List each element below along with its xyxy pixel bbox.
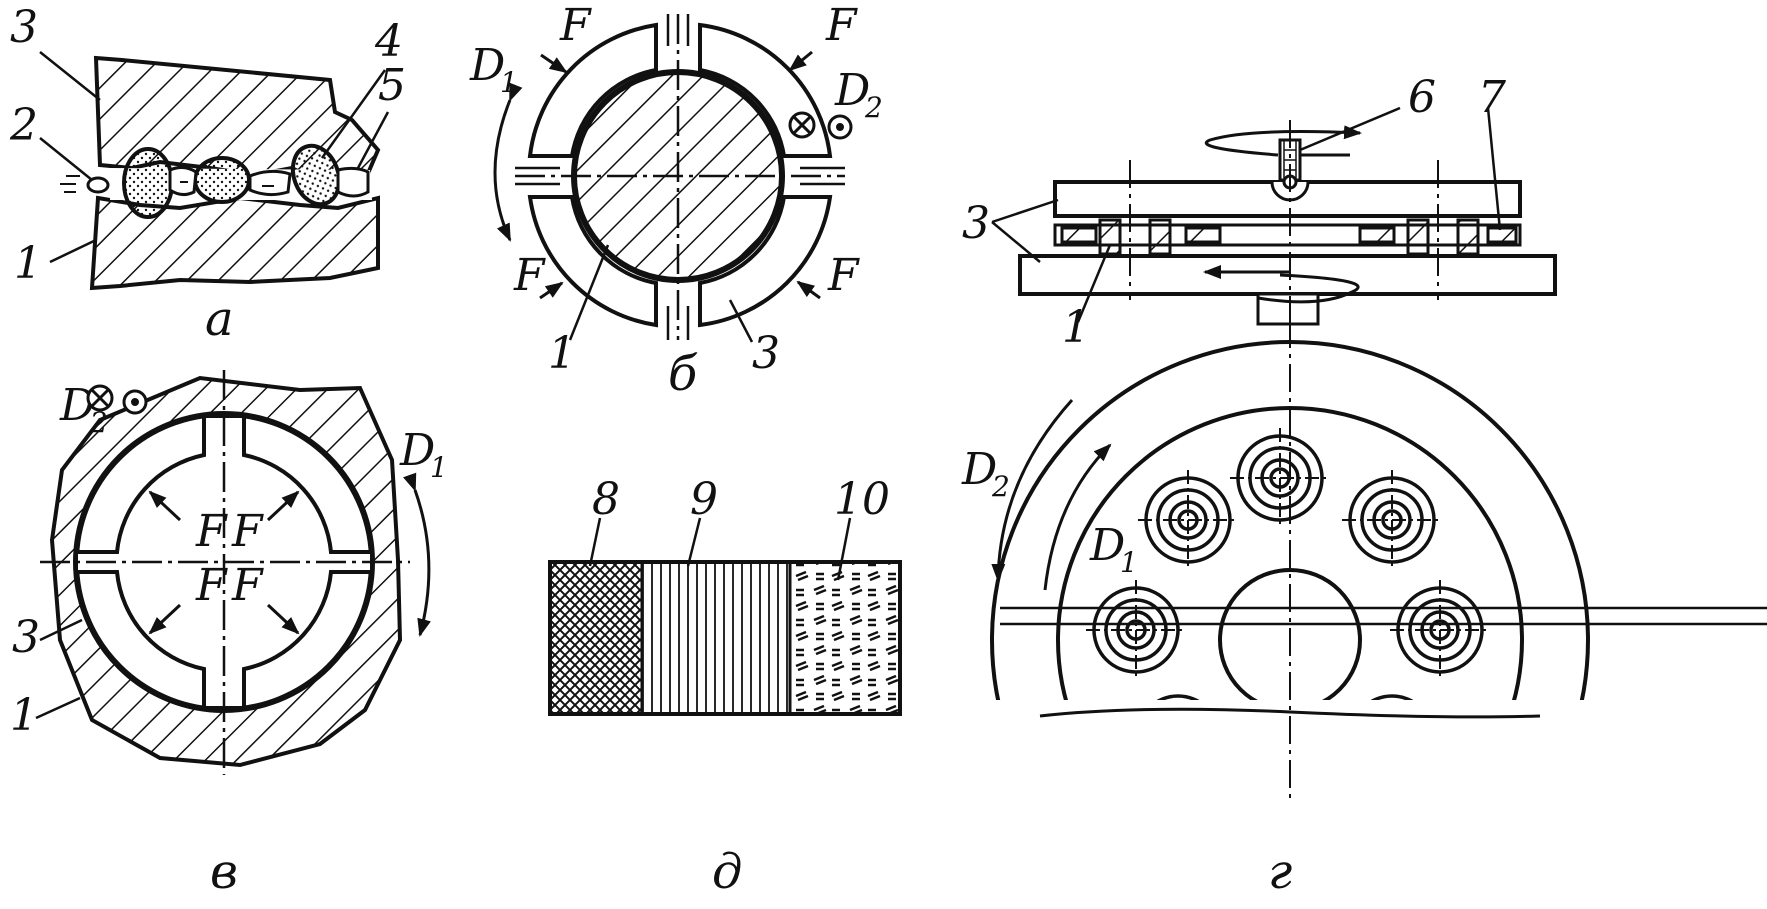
label-7: 7 (1478, 72, 1506, 123)
d2-subscript: 2 (864, 91, 883, 124)
force-label: F (825, 0, 858, 51)
panel-g: 6 7 3 1 D 2 D 1 (961, 72, 1767, 900)
caption-a: а (205, 291, 234, 347)
label-5: 5 (378, 60, 406, 111)
rotation-arrow-d1 (1043, 443, 1112, 591)
caption-b: б (668, 346, 698, 402)
label-8: 8 (592, 474, 620, 525)
lap-material-10 (788, 560, 902, 716)
separator (1053, 223, 1522, 247)
panel-d: 8 9 10 д (548, 474, 902, 900)
panel-b: F F F F D 1 D 2 1 3 б (469, 0, 883, 402)
d1-subscript: 1 (430, 451, 448, 484)
label-1: 1 (10, 690, 38, 741)
caption-g: г (1268, 844, 1292, 900)
abrasive-grains (122, 143, 370, 219)
label-1: 1 (548, 328, 576, 379)
force-label: F (195, 560, 228, 611)
lap-segment-tl (527, 22, 658, 158)
d2-label: D (834, 65, 870, 116)
label-1: 1 (14, 238, 42, 289)
axial-motion-symbol (86, 384, 148, 415)
lap-segment-br (698, 195, 833, 328)
label-10: 10 (834, 474, 890, 525)
d2-subscript: 2 (89, 406, 108, 439)
label-1: 1 (1062, 302, 1090, 353)
d1-label: D (399, 425, 435, 476)
force-label: F (559, 0, 592, 51)
force-label: F (827, 250, 860, 301)
rotation-arrow-d1 (493, 82, 523, 242)
label-3: 3 (12, 612, 40, 663)
workpiece-lower (89, 195, 380, 291)
label-3: 3 (962, 198, 990, 249)
d2-label: D (961, 444, 997, 495)
d1-label: D (469, 40, 505, 91)
rotation-arrow-upper (1204, 125, 1362, 157)
axial-motion-symbol (788, 111, 853, 140)
caption-v: в (210, 844, 238, 900)
panel-a: 3 2 1 4 5 а (9, 2, 406, 347)
d1-label: D (1089, 520, 1125, 571)
panel-v: F F F F D 1 D 2 3 1 в (10, 370, 448, 900)
caption-d: д (712, 844, 742, 900)
label-6: 6 (1408, 72, 1436, 123)
label-3: 3 (10, 2, 38, 53)
force-label: F (231, 560, 264, 611)
d1-subscript: 1 (1120, 546, 1138, 579)
label-2: 2 (9, 100, 38, 151)
label-9: 9 (690, 474, 718, 525)
chip (86, 176, 110, 194)
lap-segment-bl (527, 195, 658, 328)
label-4: 4 (374, 16, 403, 67)
force-label: F (231, 506, 264, 557)
d1-subscript: 1 (500, 66, 518, 99)
lap-material-8 (548, 560, 644, 716)
lap-material-9 (640, 560, 792, 716)
force-label: F (513, 250, 546, 301)
d2-subscript: 2 (991, 470, 1010, 503)
force-label: F (195, 506, 228, 557)
rotation-arrow-d1 (403, 472, 431, 637)
label-3: 3 (752, 328, 780, 379)
rotation-arrow-d2 (991, 398, 1074, 582)
